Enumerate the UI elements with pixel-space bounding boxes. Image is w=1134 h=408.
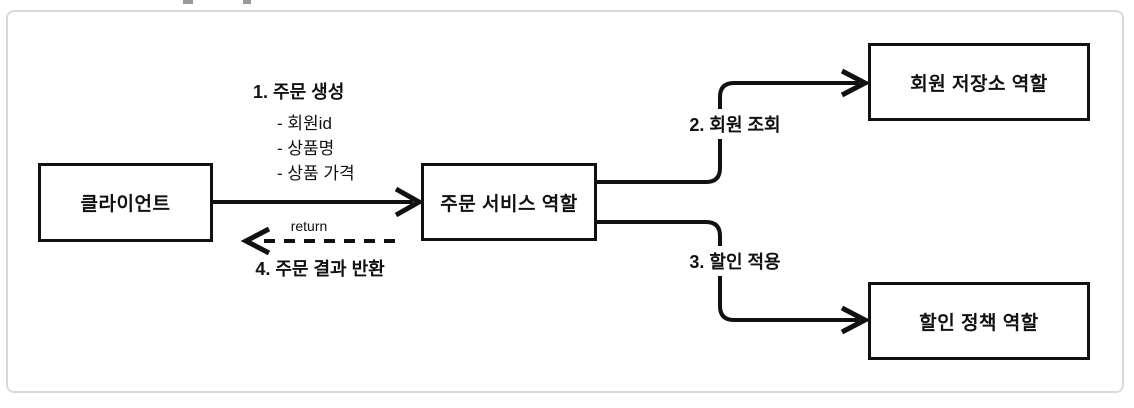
label-return: return [290, 218, 328, 234]
node-member-repository: 회원 저장소 역할 [868, 43, 1090, 121]
create-order-title: 1. 주문 생성 [253, 82, 345, 102]
arrow-discount-apply [597, 220, 871, 335]
label-create-order: 1. 주문 생성 - 회원id - 상품명 - 상품 가격 [253, 80, 355, 186]
node-order-service-label: 주문 서비스 역할 [440, 193, 578, 215]
node-discount-policy-label: 할인 정책 역할 [919, 312, 1039, 334]
arrow-create-order [213, 186, 425, 218]
create-order-param-product-price: - 상품 가격 [277, 164, 355, 183]
cropped-text-artifact [243, 0, 251, 4]
node-client-label: 클라이언트 [80, 194, 171, 215]
node-discount-policy: 할인 정책 역할 [868, 282, 1090, 360]
cropped-text-artifact [183, 0, 193, 4]
node-client: 클라이언트 [38, 163, 213, 242]
arrowhead-right-icon [394, 186, 425, 218]
label-order-result-return: 4. 주문 결과 반환 [255, 259, 385, 279]
create-order-param-product-name: - 상품명 [277, 139, 335, 158]
label-discount-apply: 3. 할인 적용 [683, 246, 787, 276]
node-member-repository-label: 회원 저장소 역할 [910, 73, 1048, 95]
arrow-return-dashed [240, 226, 395, 256]
arrowhead-left-icon [240, 226, 271, 256]
node-order-service: 주문 서비스 역할 [421, 163, 597, 241]
create-order-param-member-id: - 회원id [277, 114, 332, 133]
label-member-lookup: 2. 회원 조회 [683, 109, 787, 139]
arrowhead-right-icon [840, 68, 871, 98]
arrowhead-right-icon [840, 305, 871, 335]
